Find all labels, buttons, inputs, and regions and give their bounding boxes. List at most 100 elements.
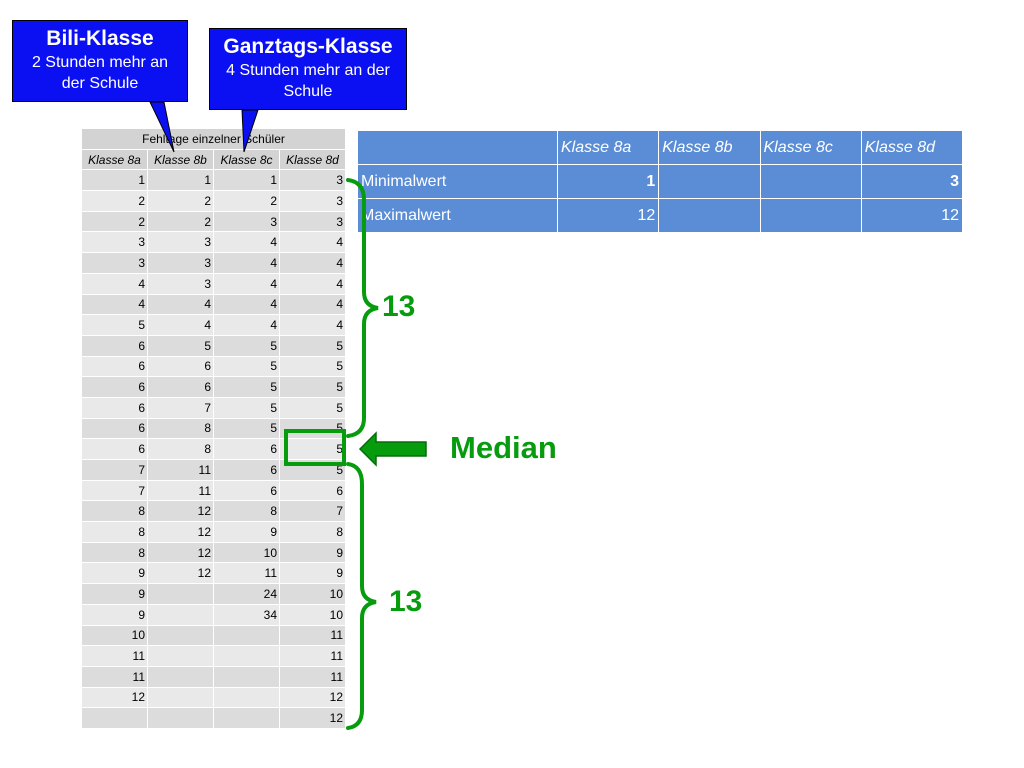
table-cell: 11 [279,624,346,647]
table-cell: 4 [147,314,214,336]
table-cell: 12 [147,500,214,523]
table-cell [147,686,214,709]
table-cell [147,624,214,647]
table-cell: 8 [147,417,214,440]
table-cell: 3 [279,210,346,233]
table-cell [147,707,214,729]
table-cell: 8 [81,541,148,564]
table-cell: 4 [279,231,346,254]
summary-cell [658,198,761,233]
table-cell: 4 [147,293,214,316]
table-row: 12 [81,707,346,729]
table-cell: 3 [147,252,214,274]
table-cell: 3 [147,272,214,295]
table-cell: 1 [81,169,148,192]
table-cell: 5 [147,334,214,357]
table-cell: 3 [81,252,148,274]
table-cell: 8 [81,500,148,523]
upper-count-label: 13 [382,290,416,323]
table-cell: 6 [81,334,148,357]
table-cell: 2 [147,210,214,233]
table-cell: 7 [279,500,346,523]
table-cell [147,665,214,688]
table-cell: 11 [147,479,214,502]
summary-column-header: Klasse 8d [860,130,964,165]
table-cell: 5 [213,355,280,378]
fehltage-column-header: Klasse 8b [147,148,214,171]
table-cell: 3 [279,190,346,212]
table-cell: 7 [81,459,148,481]
table-cell: 5 [279,459,346,481]
table-cell: 12 [279,707,346,729]
table-cell [213,624,280,647]
table-cell: 8 [213,500,280,523]
table-cell [147,583,214,605]
table-cell: 6 [279,479,346,502]
table-cell: 1 [147,169,214,192]
lower-count-label: 13 [389,585,423,618]
table-cell [213,645,280,667]
callout-bili-subtitle: 2 Stunden mehr an der Schule [31,54,169,92]
table-cell: 10 [279,583,346,605]
table-cell: 5 [279,396,346,419]
median-label: Median [450,430,557,465]
table-cell: 2 [147,190,214,212]
table-cell: 4 [81,293,148,316]
callout-ganztags-klasse: Ganztags-Klasse 4 Stunden mehr an der Sc… [209,28,407,110]
table-cell: 4 [279,293,346,316]
table-cell: 10 [81,624,148,647]
table-cell: 2 [213,190,280,212]
fehltage-table-title: Fehltage einzelner Schüler [81,128,346,150]
table-cell: 4 [213,293,280,316]
callout-bili-title: Bili-Klasse [46,27,154,50]
summary-cell: 12 [556,198,660,233]
summary-cell: 1 [556,164,660,199]
table-cell: 4 [279,272,346,295]
table-cell: 9 [81,583,148,605]
summary-column-header [357,130,558,165]
table-cell: 5 [213,396,280,419]
table-cell: 4 [213,272,280,295]
table-cell: 6 [81,376,148,398]
table-cell: 11 [279,645,346,667]
table-cell [147,645,214,667]
table-cell: 5 [279,438,346,460]
table-cell: 4 [81,272,148,295]
table-row: 10 11 [81,624,346,647]
table-cell: 6 [81,396,148,419]
table-cell: 1 [213,169,280,192]
table-cell: 6 [81,438,148,460]
table-cell: 5 [81,314,148,336]
table-cell: 4 [279,314,346,336]
table-cell: 3 [81,231,148,254]
table-cell: 9 [81,603,148,626]
summary-column-header: Klasse 8c [759,130,862,165]
table-cell: 11 [147,459,214,481]
table-cell: 8 [147,438,214,460]
table-cell [147,603,214,626]
